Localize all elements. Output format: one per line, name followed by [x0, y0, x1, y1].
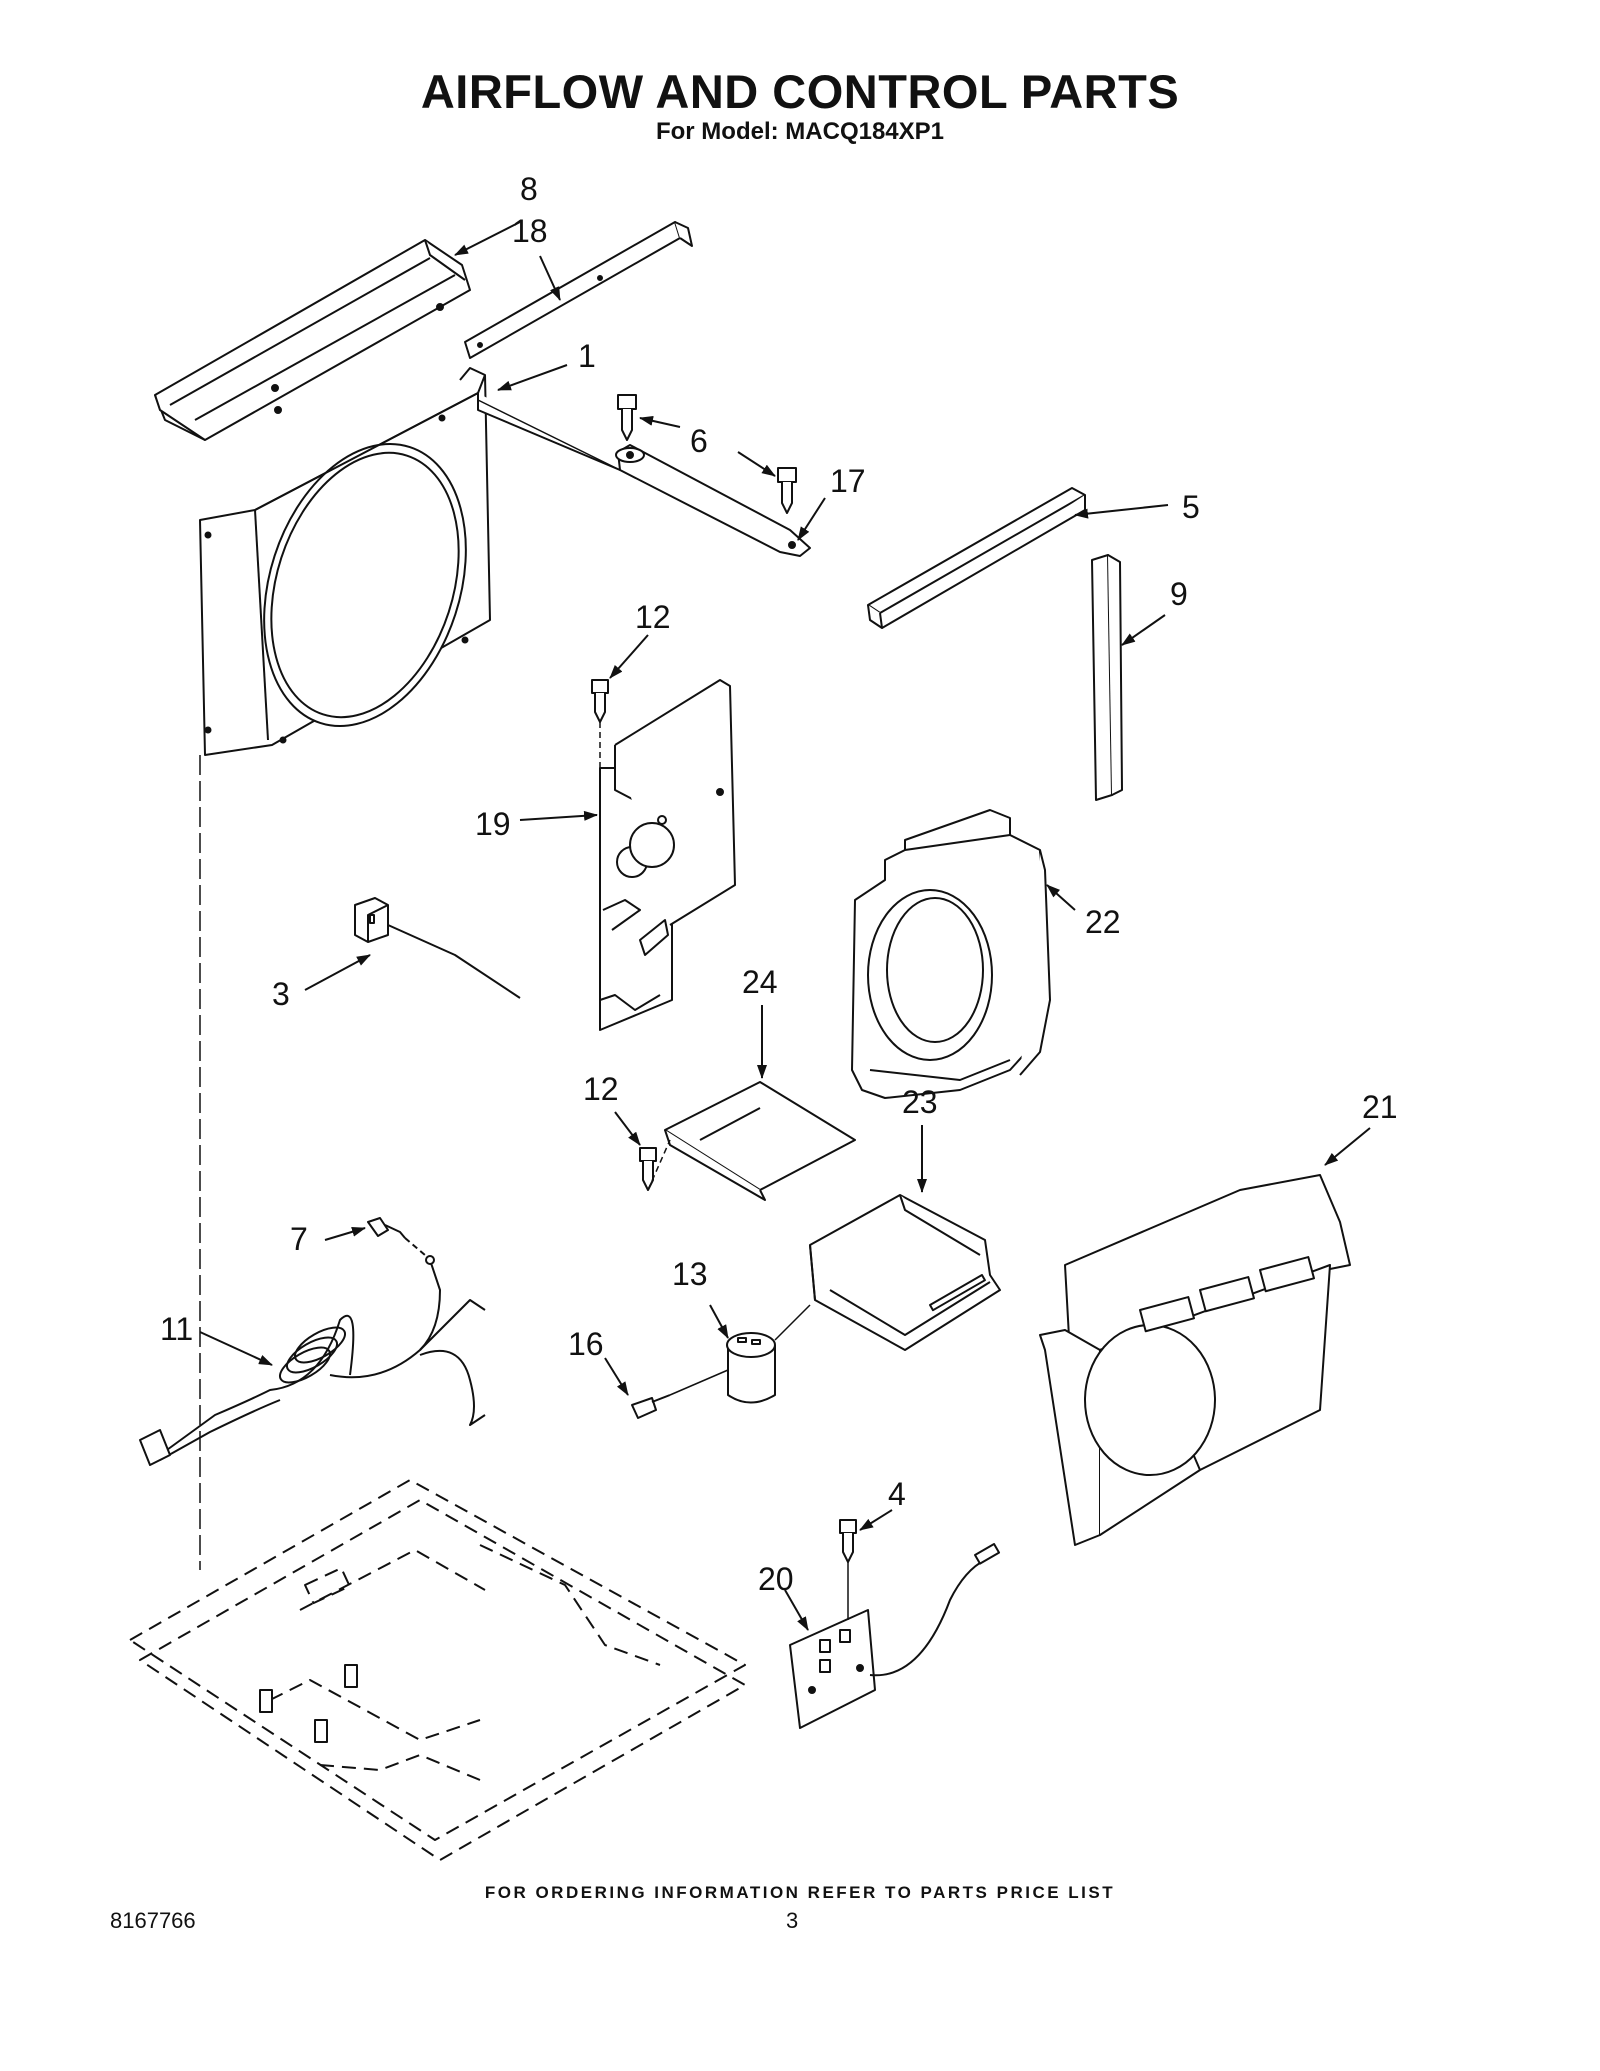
callout-22: 22 [1085, 904, 1121, 940]
callout-18: 18 [512, 213, 548, 249]
callout-3: 3 [272, 976, 290, 1012]
screw-12b [639, 1147, 657, 1191]
callout-19: 19 [475, 806, 511, 842]
part-21-housing [1039, 1174, 1351, 1546]
arrow-5 [1074, 504, 1169, 519]
arrow-6a [639, 415, 681, 428]
base-pan-studs [259, 1664, 358, 1743]
document-number: 8167766 [110, 1908, 196, 1933]
callout-13: 13 [672, 1256, 708, 1292]
part-23-box [809, 1194, 1001, 1351]
leader-screw-12b [647, 1139, 671, 1191]
part-3-sensor [354, 897, 521, 999]
part-11-power-cord [139, 1259, 486, 1466]
callout-5: 5 [1182, 489, 1200, 525]
screw-4 [839, 1519, 857, 1563]
ordering-note: FOR ORDERING INFORMATION REFER TO PARTS … [484, 1883, 1116, 1902]
arrow-3 [304, 954, 371, 991]
leader-screw-16 [669, 1369, 729, 1396]
part-5-seal-strip [867, 487, 1086, 629]
part-8-top-bracket [154, 239, 471, 441]
callout-4: 4 [888, 1476, 906, 1512]
callout-24: 24 [742, 964, 778, 1000]
screw-12a [591, 679, 609, 723]
part-24-plate [664, 1081, 856, 1201]
screw-6a [617, 394, 637, 441]
part-19-control-bracket [599, 679, 736, 1031]
part-9-seal-strip [1091, 554, 1123, 801]
arrow-17 [797, 497, 826, 541]
part-18-strip [464, 221, 693, 359]
callout-23: 23 [902, 1084, 938, 1120]
arrow-6b [737, 451, 776, 477]
part-22-scroll [851, 809, 1051, 1099]
arrow-7 [324, 1226, 366, 1241]
callout-12-upper: 12 [635, 599, 671, 635]
arrow-21 [1324, 1127, 1371, 1166]
arrow-12a [609, 634, 649, 679]
callout-11: 11 [160, 1311, 193, 1347]
arrow-22 [1046, 884, 1076, 911]
callout-9: 9 [1170, 576, 1188, 612]
arrow-11 [199, 1331, 273, 1366]
arrow-16 [604, 1357, 629, 1396]
base-pan [129, 1479, 746, 1861]
callout-17: 17 [830, 463, 866, 499]
arrow-19 [519, 810, 598, 821]
arrow-12b [614, 1111, 641, 1146]
part-13-capacitor [726, 1332, 776, 1404]
part-1-fan-shroud [199, 367, 621, 756]
callout-6: 6 [690, 423, 708, 459]
page-title: AIRFLOW AND CONTROL PARTS [420, 65, 1180, 118]
callout-16: 16 [568, 1326, 604, 1362]
arrow-1 [497, 364, 568, 391]
arrow-4 [859, 1509, 893, 1531]
part-20-control-board [789, 1543, 1001, 1729]
arrow-18 [539, 255, 561, 301]
callout-8: 8 [520, 171, 538, 207]
arrow-13 [709, 1304, 729, 1339]
leader-shroud-brace [477, 399, 621, 471]
callout-21: 21 [1362, 1089, 1398, 1125]
screw-16 [631, 1394, 671, 1419]
callout-20: 20 [758, 1561, 794, 1597]
part-17-brace [615, 444, 811, 557]
callout-1: 1 [578, 338, 596, 374]
leader-capacitor-box [774, 1304, 811, 1341]
arrow-20 [784, 1589, 809, 1631]
arrow-9 [1121, 614, 1166, 646]
callout-12-lower: 12 [583, 1071, 619, 1107]
arrow-8 [454, 221, 521, 256]
page-number: 3 [786, 1908, 799, 1933]
callout-7: 7 [290, 1221, 308, 1257]
screw-7 [367, 1217, 435, 1265]
screw-6b [777, 467, 797, 514]
model-subtitle: For Model: MACQ184XP1 [655, 118, 945, 145]
